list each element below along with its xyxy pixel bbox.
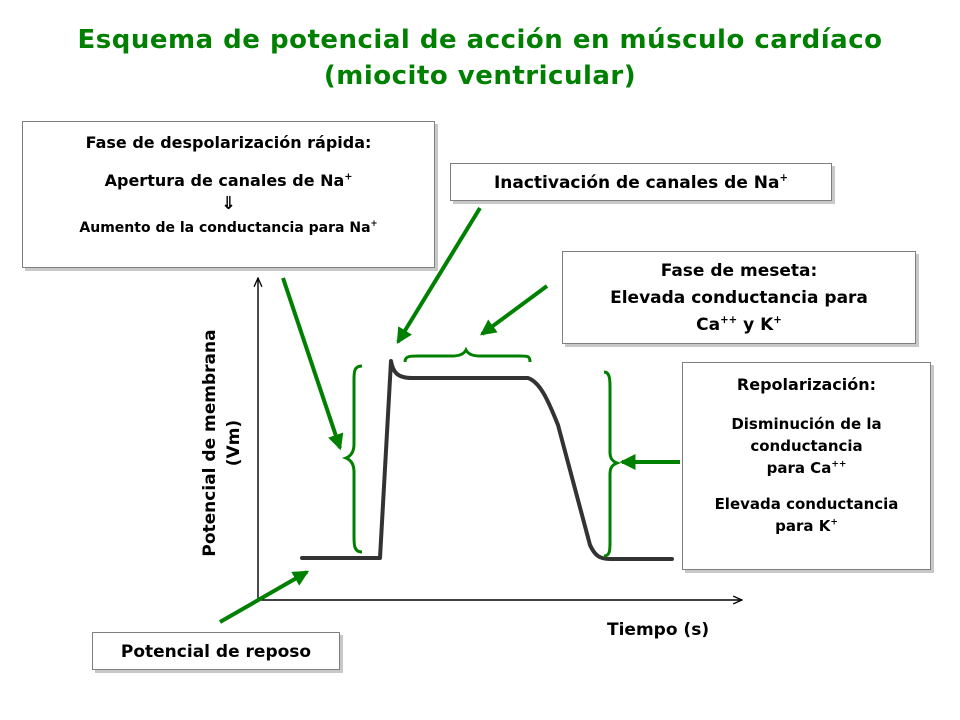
depolarization-line-2: Aumento de la conductancia para Na+: [23, 214, 434, 242]
depolarization-line-2-sup: +: [370, 218, 378, 229]
brace-depolarization: [341, 364, 363, 554]
plateau-line-2-a-sup: ++: [720, 314, 738, 326]
page-title: Esquema de potencial de acción en múscul…: [0, 22, 960, 94]
arrow-resting: [219, 570, 310, 624]
repolarization-line-5-text: para K: [775, 517, 831, 535]
plateau-line-2: Ca++ y K+: [563, 312, 915, 339]
arrow-depolarization: [281, 277, 344, 451]
inactivation-sup: +: [779, 172, 789, 184]
y-axis-label-line-2: (Vm): [224, 419, 244, 467]
inactivation-text: Inactivación de canales de Na: [493, 173, 780, 193]
plateau-line-2-b-sup: +: [773, 314, 782, 326]
plateau-box: Fase de meseta: Elevada conductancia par…: [562, 251, 916, 344]
depolarization-box: Fase de despolarización rápida: Apertura…: [22, 121, 435, 268]
repolarization-line-2: conductancia: [750, 437, 863, 455]
title-line-2: (miocito ventricular): [323, 61, 637, 91]
action-potential-trace: [300, 359, 674, 561]
repolarization-line-3-text: para Ca: [766, 459, 832, 477]
brace-plateau: [403, 346, 532, 363]
y-axis-label-line-1: Potencial de membrana: [200, 329, 220, 557]
brace-repolarization: [603, 370, 622, 558]
depolarization-line-1-text: Apertura de canales de Na: [104, 171, 345, 190]
repolarization-line-3-sup: ++: [831, 459, 847, 470]
repolarization-line-5: para K+: [683, 515, 930, 537]
x-axis-label: Tiempo (s): [607, 620, 710, 640]
depolarization-line-1: Apertura de canales de Na+: [23, 168, 434, 194]
y-axis-label: Potencial de membrana (Vm): [198, 283, 246, 603]
repolarization-heading: Repolarización:: [736, 375, 877, 394]
depolarization-line-2-text: Aumento de la conductancia para Na: [79, 220, 371, 236]
inactivation-box: Inactivación de canales de Na+: [450, 163, 832, 201]
repolarization-line-1: Disminución de la: [731, 415, 882, 433]
down-double-arrow-icon: ⇓: [220, 193, 237, 214]
plateau-line-2-a: Ca: [696, 315, 721, 335]
plateau-line-1: Elevada conductancia para: [610, 288, 868, 308]
repolarization-box: Repolarización: Disminución de la conduc…: [682, 362, 931, 570]
plateau-line-2-b: y K: [737, 315, 774, 335]
depolarization-heading: Fase de despolarización rápida:: [85, 133, 372, 152]
resting-potential-box: Potencial de reposo: [92, 632, 340, 670]
arrow-inactivation: [396, 206, 482, 345]
repolarization-line-4: Elevada conductancia: [714, 495, 899, 513]
plateau-heading: Fase de meseta:: [660, 261, 818, 281]
repolarization-line-3: para Ca++: [683, 457, 930, 479]
title-line-1: Esquema de potencial de acción en múscul…: [77, 25, 883, 55]
arrow-plateau: [480, 284, 549, 336]
repolarization-line-5-sup: +: [830, 517, 838, 528]
depolarization-line-1-sup: +: [344, 171, 353, 183]
